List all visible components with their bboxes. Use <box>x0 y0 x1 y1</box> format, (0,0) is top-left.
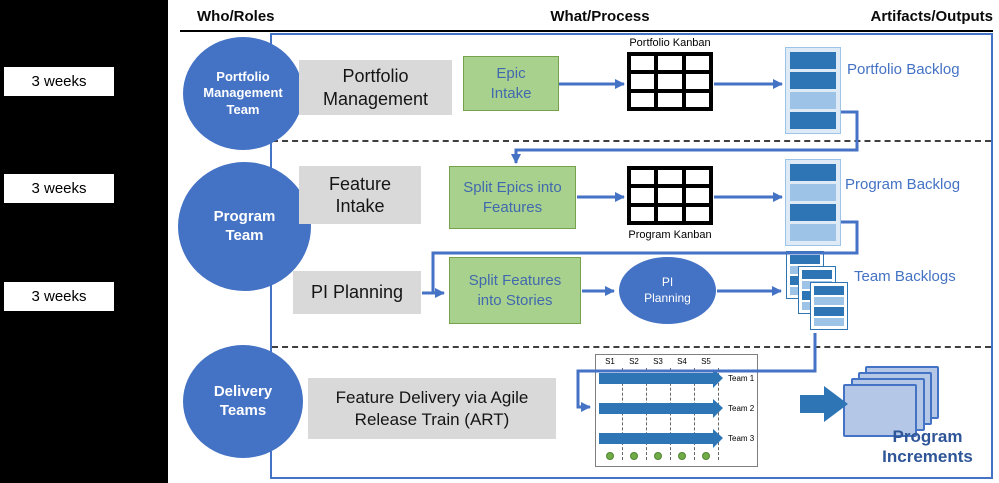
lane-divider-2 <box>272 346 991 348</box>
delivery-teams-label: Delivery Teams <box>213 382 273 419</box>
program-backlog-icon <box>785 159 841 246</box>
team-2-arrow-icon <box>599 399 723 418</box>
sprint-milestone-dot <box>630 452 638 460</box>
sprint-milestone-dot <box>678 452 686 460</box>
sprint-divider <box>646 368 647 460</box>
portfolio-kanban-icon <box>627 52 713 111</box>
header-artifacts-outputs: Artifacts/Outputs <box>870 8 993 25</box>
pi-planning-ellipse: PI Planning <box>619 257 716 324</box>
team-1-label: Team 1 <box>728 374 755 383</box>
portfolio-team-label: Portfolio Management Team <box>203 69 283 117</box>
sprint-milestone-dot <box>702 452 710 460</box>
team-backlogs-icon <box>786 251 876 337</box>
team-2-label: Team 2 <box>728 404 755 413</box>
timeline-badge-3: 3 weeks <box>3 281 115 312</box>
program-kanban-label: Program Kanban <box>628 229 712 241</box>
program-team-label: Program Team <box>213 207 276 244</box>
portfolio-backlog-label: Portfolio Backlog <box>847 61 960 78</box>
header-what-process: What/Process <box>550 8 650 25</box>
timeline-badge-1: 3 weeks <box>3 66 115 97</box>
sprint-divider <box>694 368 695 460</box>
art-sprint-diagram: S1 S2 S3 S4 S5 Team 1 Team 2 Team 3 <box>595 354 758 467</box>
team-3-arrow-icon <box>599 429 723 448</box>
portfolio-backlog-icon <box>785 47 841 134</box>
epic-intake-box: Epic Intake <box>463 56 559 111</box>
sprint-col-label-3: S3 <box>653 357 663 366</box>
program-kanban-icon <box>627 166 713 225</box>
sprint-divider <box>670 368 671 460</box>
sprint-milestone-dot <box>606 452 614 460</box>
program-increments-label: Program Increments <box>882 427 973 467</box>
delivery-teams-circle: Delivery Teams <box>183 345 303 458</box>
split-epics-box: Split Epics into Features <box>449 166 576 229</box>
team-3-label: Team 3 <box>728 434 755 443</box>
portfolio-kanban-label: Portfolio Kanban <box>629 37 711 49</box>
program-backlog-label: Program Backlog <box>845 176 961 193</box>
sprint-milestone-dot <box>654 452 662 460</box>
sprint-col-label-2: S2 <box>629 357 639 366</box>
team-backlogs-label: Team Backlogs <box>854 268 956 285</box>
team-1-arrow-icon <box>599 369 723 388</box>
split-features-box: Split Features into Stories <box>449 257 581 324</box>
program-team-circle: Program Team <box>178 162 311 291</box>
header-underline <box>180 30 993 32</box>
sprint-col-label-5: S5 <box>701 357 711 366</box>
sprint-col-label-1: S1 <box>605 357 615 366</box>
feature-intake-box: Feature Intake <box>299 166 421 224</box>
sprint-divider <box>622 368 623 460</box>
program-increments-icon <box>843 366 941 442</box>
timeline-badge-2: 3 weeks <box>3 173 115 204</box>
sprint-col-label-4: S4 <box>677 357 687 366</box>
feature-delivery-box: Feature Delivery via Agile Release Train… <box>308 378 556 439</box>
header-who-roles: Who/Roles <box>197 8 275 25</box>
portfolio-management-box: Portfolio Management <box>299 60 452 115</box>
pi-planning-box: PI Planning <box>293 271 421 314</box>
lane-divider-1 <box>272 140 991 142</box>
portfolio-team-circle: Portfolio Management Team <box>183 37 303 150</box>
